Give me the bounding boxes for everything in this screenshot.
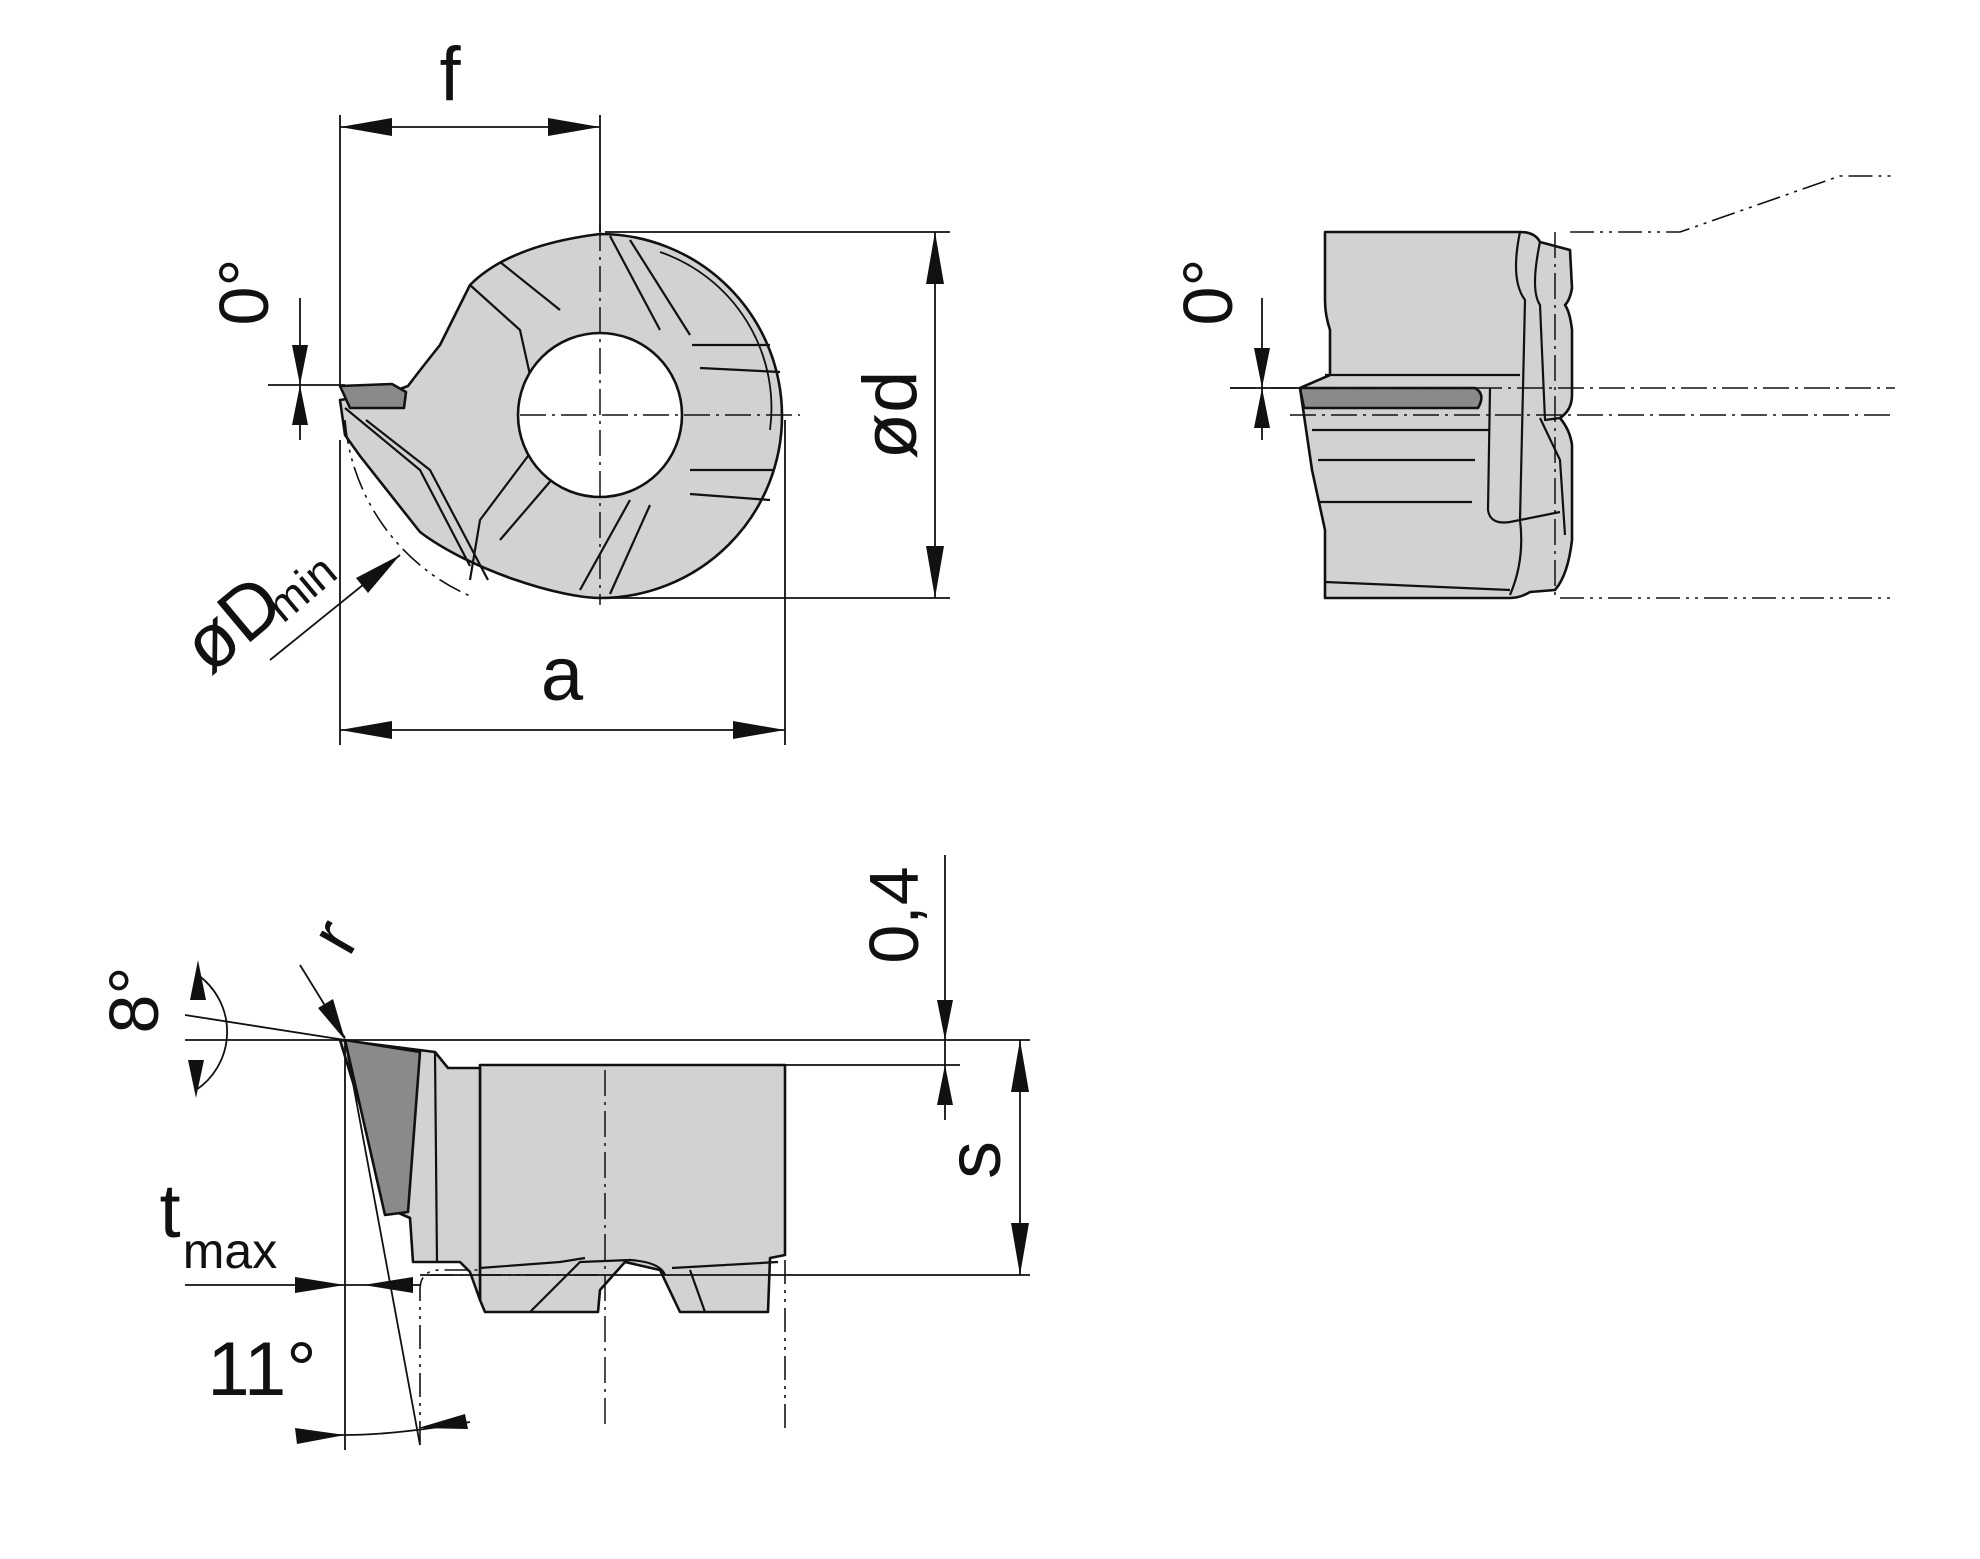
label-a: a [541,632,584,717]
dimension-s: s [420,1040,1030,1276]
toolholder-phantom-top [1570,175,1895,233]
side-view-edge [1539,417,1567,536]
label-s: s [932,1141,1017,1179]
front-view-edge [344,407,471,567]
dimension-zero-deg-front: 0° [205,259,345,440]
plan-view-cutting-edge [343,1038,422,1217]
label-od: ød [848,371,933,460]
dimension-a: a [339,420,786,745]
front-view-facet [629,239,691,336]
label-zero-four: 0,4 [855,866,933,963]
dimension-eight-deg: 8° [95,960,1030,1098]
dimension-od: ød [605,231,950,599]
plan-view-edge [479,1256,586,1270]
front-view-cutting-tip [338,382,408,410]
plan-view-edge [529,1258,667,1313]
dimension-zero-four: 0,4 [785,855,960,1120]
front-view-facet [689,492,771,502]
plan-view-edge [688,1269,707,1313]
label-tmax: t [159,1169,180,1254]
label-zero-deg-side: 0° [1169,259,1247,326]
plan-view-edge [671,1260,779,1270]
side-view-edge [1508,231,1527,596]
front-view-facet [468,439,541,581]
side-view-edge [1324,580,1511,592]
label-tmax-sub: max [183,1223,277,1279]
side-view-cutting-strip [1298,386,1483,410]
dmin-phantom-arc [344,419,471,597]
label-eleven-deg: 11° [207,1327,316,1412]
plan-view-edge [433,1051,439,1263]
dimension-f: f [339,32,601,385]
front-view-facet [579,499,631,591]
plan-view-insert-body [478,1063,787,1314]
dimension-r: r [295,906,374,1040]
front-view-facet [609,235,661,331]
label-f: f [439,32,461,117]
side-view [1230,175,1895,600]
plan-view [338,1038,787,1445]
label-zero-deg-front: 0° [205,259,283,326]
front-view-inner-arc [659,251,773,431]
dimension-zero-deg-side: 0° [1169,259,1300,440]
front-view [338,225,800,605]
front-view-facet [499,469,561,541]
dimension-eleven-deg: 11° [207,1039,471,1446]
label-eight-deg: 8° [95,967,173,1034]
plan-view-phantom-left [419,1269,480,1445]
front-view-facet [608,504,652,595]
side-view-edge [1486,387,1561,524]
front-view-facet [499,261,561,311]
label-r: r [295,906,374,965]
dimension-tmax: t max [159,1040,420,1450]
dimension-dmin: øD min [166,544,401,689]
side-view-edge [1533,241,1561,422]
front-view-edge [365,419,489,581]
